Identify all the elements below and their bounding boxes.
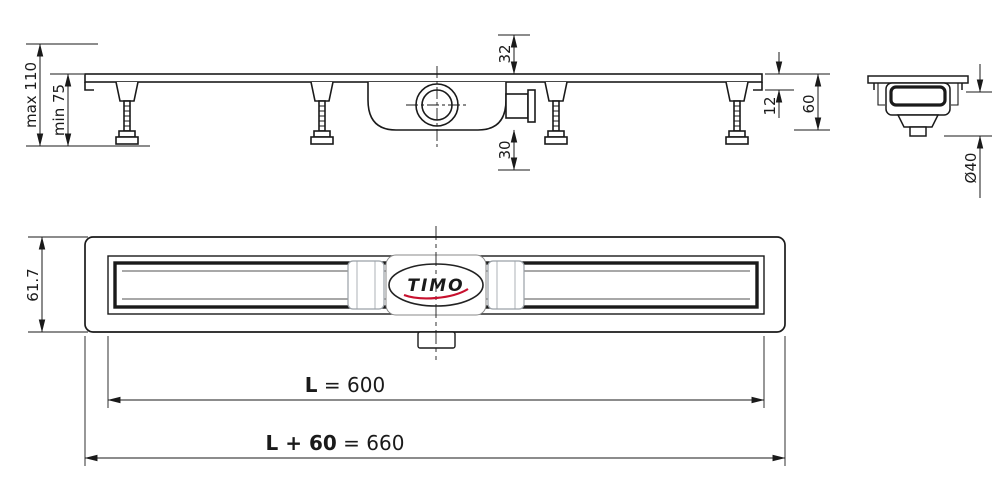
dim-outlet-bottom: 30 — [496, 129, 530, 171]
plan-mount-brackets — [347, 260, 525, 310]
dim-length: L = 600 — [107, 336, 765, 408]
dim-total-label: L + 60 = 660 — [266, 431, 405, 455]
dim-total-length: L + 60 = 660 — [84, 336, 786, 466]
left-bracket — [347, 260, 385, 310]
adjustable-foot — [115, 81, 139, 145]
end-trap — [896, 114, 940, 128]
extension-lines — [107, 336, 765, 408]
brand-logo-swoosh — [403, 288, 469, 300]
right-bracket — [487, 260, 525, 310]
channel-top-profile — [84, 73, 763, 83]
plan-outlet-stub — [417, 331, 456, 349]
dim-max-height: max 110 min 75 — [22, 43, 150, 147]
end-side-brackets — [877, 83, 959, 106]
plan-view: TIMO — [84, 226, 786, 360]
dim-total-symbol: L + 60 — [266, 431, 337, 455]
centerline-cross — [406, 66, 468, 148]
brand-logo-text: TIMO — [407, 276, 464, 296]
dim-right-side: 12 60 — [761, 52, 830, 131]
end-view — [867, 75, 969, 137]
extension-lines — [84, 336, 786, 466]
dim-min-height-label: min 75 — [50, 84, 68, 136]
dim-width-label: 61.7 — [24, 268, 42, 301]
adjustable-foot — [725, 81, 749, 145]
dim-top-offset: 32 — [496, 34, 530, 75]
adjustable-foot — [544, 81, 568, 145]
adjustable-foot — [310, 81, 334, 145]
outlet-pipe-stub — [505, 93, 529, 119]
end-outlet-stub — [909, 126, 927, 137]
channel-end-caps — [84, 82, 763, 91]
dim-length-value: = 600 — [318, 373, 386, 397]
end-inner-profile — [889, 85, 947, 107]
dim-channel-width: 61.7 — [24, 236, 88, 333]
dim-length-symbol: L — [305, 373, 318, 397]
bracket-detail-lines — [356, 261, 516, 309]
dim-pipe-diameter-label: Ø40 — [962, 153, 980, 184]
dim-total-value: = 660 — [337, 431, 405, 455]
dim-12-label: 12 — [761, 96, 779, 115]
dim-60-label: 60 — [800, 94, 818, 113]
outlet-pipe-cap — [527, 89, 536, 123]
extension-lines — [28, 236, 88, 333]
side-view — [84, 66, 763, 148]
dim-length-label: L = 600 — [305, 373, 385, 397]
dim-32-label: 32 — [496, 44, 514, 63]
dim-30-label: 30 — [496, 140, 514, 159]
end-flange — [867, 75, 969, 84]
end-flange-hooks — [873, 83, 963, 90]
dim-pipe-diameter: Ø40 — [944, 64, 992, 198]
dim-max-height-label: max 110 — [22, 62, 40, 128]
extension-lines — [944, 91, 992, 137]
